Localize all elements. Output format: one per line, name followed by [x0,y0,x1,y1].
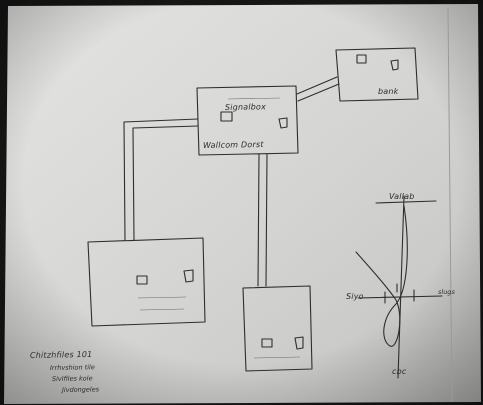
left-box [87,237,206,327]
margin-line [447,7,453,403]
center-box-label-2: Wallcom Dorst [203,140,265,150]
graph-top-label: Vallab [389,192,415,201]
graph-bottom-label: cbc [392,367,407,376]
center-box-square-icon [220,111,233,122]
graph-tick-marks [384,283,415,304]
center-box-label-1: Signalbox [225,102,266,112]
connector-center-left [123,118,199,241]
notes-line-2: Irrhvshion tile [50,363,95,372]
bottom-box-square-icon [261,338,273,348]
top-right-square-icon [356,54,367,64]
connector-center-bottom [257,153,268,287]
connector-center-topright [296,76,340,102]
faint-scribbles [137,97,301,359]
notes-line-4: Jivdongeles [60,385,100,394]
notes-line-1: Chitzhfiles 101 [30,350,93,360]
bottom-box-flag-icon [294,336,304,350]
graph-curve [355,205,408,347]
left-box-square-icon [136,275,148,285]
left-box-flag-icon [183,269,194,283]
graph-vertical-axis [397,195,405,379]
graph-middle-label: Siyo [346,292,364,301]
bottom-box [242,285,313,372]
center-box-flag-icon [278,117,288,129]
top-right-flag-icon [390,59,399,71]
notes-line-3: Sivlfiles kole [52,374,93,383]
top-right-box-label: bank [378,87,399,96]
graph-right-label: slugs [438,288,455,296]
graph-top-label-underline [375,200,437,204]
center-box [196,85,299,156]
